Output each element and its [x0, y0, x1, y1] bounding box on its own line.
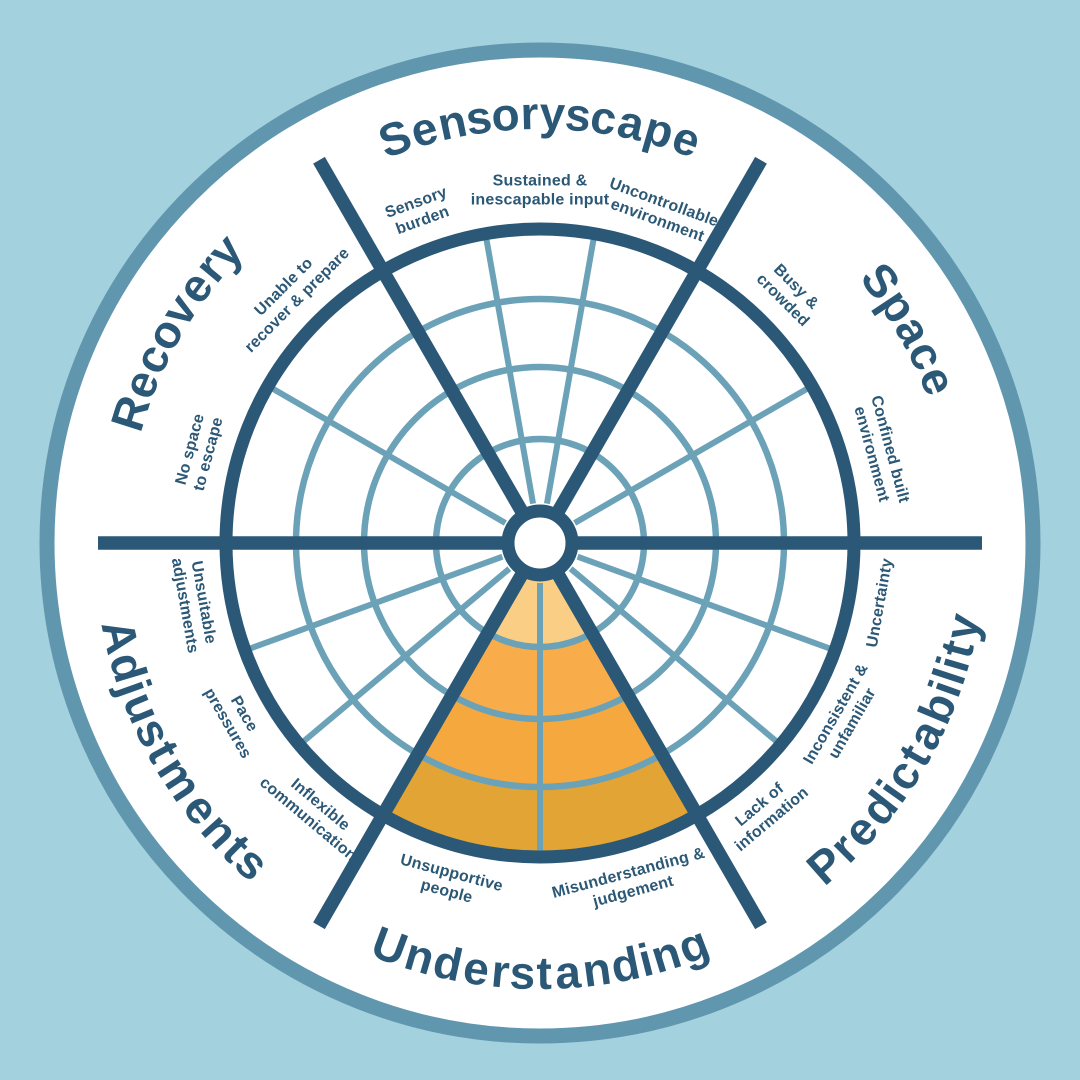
grid-radial — [247, 553, 504, 652]
grid-radial — [483, 237, 537, 505]
sub-label-uncertainty: Uncertainty — [863, 557, 897, 649]
sub-label-pace-pressures: Pace pressures — [200, 685, 261, 762]
sector-dividers — [98, 156, 982, 930]
sub-label-misunderstanding-judgement: Misunderstanding & judgement — [550, 844, 707, 911]
sub-label-unsupportive-people: Unsupportive people — [398, 851, 505, 907]
sub-label-confined-built-environment: Confined built environment — [850, 393, 913, 505]
sector-divider — [313, 565, 531, 930]
sub-label-unable-to-recover-prepare: Unable to recover & prepare — [241, 244, 353, 356]
grid-radials — [247, 237, 833, 853]
sub-label-busy-crowded: Busy & crowded — [753, 261, 822, 330]
sub-label-inconsistent-unfamiliar: Inconsistent & unfamiliar — [800, 660, 880, 768]
sub-label-no-space-to-escape: No space to escape — [172, 411, 227, 493]
grid-radial — [270, 385, 507, 526]
grid-radial — [543, 237, 597, 505]
sub-label-sensory-burden: Sensory burden — [382, 183, 452, 238]
sub-label-sustained-inescapable-input: Sustained & inescapable input — [470, 172, 610, 208]
sector-divider — [313, 156, 531, 521]
grid-radial — [300, 566, 512, 745]
sub-label-lack-of-information: Lack of information — [731, 779, 812, 855]
sector-divider — [549, 156, 767, 521]
grid-radial — [568, 566, 780, 745]
grid-radial — [576, 553, 833, 652]
grid-radial — [573, 385, 810, 526]
sector-divider — [549, 565, 767, 930]
sub-label-unsuitable-adjustments: Unsuitable adjustments — [168, 556, 219, 655]
hub — [501, 504, 579, 582]
sub-label-uncontrollable-environment: Uncontrollable environment — [606, 175, 721, 245]
